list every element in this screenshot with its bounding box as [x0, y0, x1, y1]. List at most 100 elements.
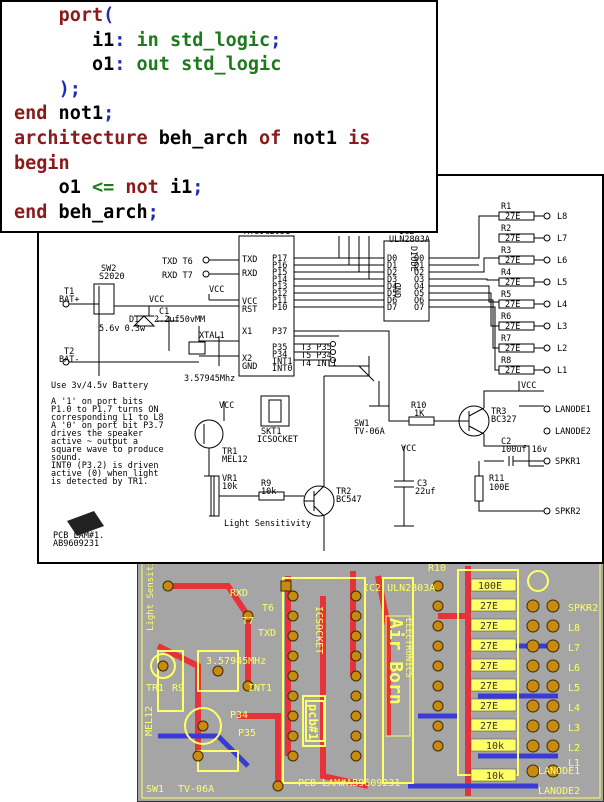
d1-value: 5.6v 0.3w: [99, 324, 146, 334]
vcc-label: VCC: [401, 444, 416, 454]
res-val: 27E: [505, 278, 520, 288]
res-ref: R4: [501, 268, 511, 278]
vr1-value: 10k: [222, 482, 237, 492]
t1-label: T1: [64, 287, 74, 297]
d1-label: D1: [129, 315, 139, 325]
uln-pin: O5: [414, 289, 424, 299]
tr2-label: TR2: [336, 487, 351, 497]
pcb-pads: [157, 580, 560, 792]
pcb-l8-label: L8: [568, 623, 580, 634]
code-keyword: architecture: [14, 127, 148, 149]
uln-diode-label: DIODE: [408, 246, 418, 272]
code-keyword: port: [58, 5, 104, 26]
note-line: A '0' on port bit P3.7: [51, 421, 164, 431]
uln-pin: D0: [387, 254, 397, 264]
tr3-label: TR3: [491, 407, 506, 417]
res-val: 27E: [505, 256, 520, 266]
pcb-tr1-label: TR1: [146, 683, 164, 694]
spkr1-label: SPKR1: [555, 457, 581, 467]
r9-label: R9: [261, 479, 271, 489]
note-line: A '1' on port bits: [51, 397, 143, 407]
skt-label: SKT1: [261, 427, 281, 437]
schematic-text: AT89C2051 IC2 ULN2803A DIODE GND D0 D1 D…: [51, 202, 591, 549]
tr3-value: BC327: [491, 415, 517, 425]
res-ref: R6: [501, 312, 511, 322]
pcb-lam-label: PCB LAM#1.: [53, 531, 104, 541]
pcb-lam-value: AB9609231: [53, 539, 99, 549]
mcu-pin: P17: [272, 254, 287, 264]
uln-pin: O2: [414, 268, 424, 278]
mcu-pin: X2: [242, 354, 252, 364]
res-val: 27E: [505, 234, 520, 244]
explanation-note: A '1' on port bits P1.0 to P1.7 turns ON…: [51, 397, 164, 487]
code-ident: not1: [281, 127, 349, 149]
lanode2-label: LANODE2: [555, 427, 591, 437]
led-outputs: [543, 212, 551, 374]
pcb-l5-label: L5: [568, 683, 580, 694]
battery-note: Use 3v/4.5v Battery: [51, 381, 148, 391]
code-keyword: of: [259, 127, 282, 149]
uln-pin: D5: [387, 289, 397, 299]
pcb-l3-label: L3: [568, 723, 580, 734]
tr2-value: BC547: [336, 495, 362, 505]
pcb-rxd-label: RXD: [230, 588, 248, 599]
pcb-electronics-label: ELECTRONICS: [403, 618, 413, 678]
pcb-sw1-label: SW1: [146, 784, 164, 795]
uln-part-label: ULN2803A: [389, 235, 430, 245]
mcu-pin: RST: [242, 305, 257, 315]
code-punct: (: [103, 5, 115, 26]
mcu-pin: RXD: [242, 269, 257, 279]
c3-value: 22uf: [415, 487, 435, 497]
xtal-value: 3.57945Mhz: [184, 374, 235, 384]
r11-label: R11: [489, 474, 504, 484]
vcc-label: VCC: [521, 381, 536, 391]
vhdl-code: port( i1: in std_logic; o1: out std_logi…: [14, 4, 370, 225]
pcb-tv06a-label: TV-06A: [178, 784, 214, 795]
code-punct: ;: [270, 29, 282, 51]
code-ident: o1: [58, 177, 92, 199]
pcb-xtal-label: 3.57945MHz: [206, 656, 266, 667]
note-line: is detected by TR1.: [51, 477, 148, 487]
pcb-light-label: Light Sensitivity: [146, 556, 156, 631]
uln-pin: O7: [414, 303, 424, 313]
red-traces: [156, 566, 471, 796]
uln-pin: O4: [414, 282, 424, 292]
res-ref: R7: [501, 334, 511, 344]
r11-value: 100E: [489, 483, 509, 493]
mcu-pin: INT1: [272, 357, 292, 367]
note-line: square wave to produce: [51, 445, 164, 455]
rxd-label: RXD T7: [162, 271, 193, 281]
r9-value: 10k: [261, 487, 276, 497]
t3-label: T3 P35: [301, 343, 332, 353]
mcu-pin: P11: [272, 296, 287, 306]
xtal-label: XTAL1: [199, 331, 225, 341]
mcu-pin: X1: [242, 327, 252, 337]
pcb-lanode1-label: LANODE1: [538, 766, 580, 777]
res-ref: R5: [501, 290, 511, 300]
pcb-layout-panel: 100E 27E 27E 27E 27E 27E 27E 27E 10k 10k: [137, 555, 604, 802]
pcb-outline: [141, 559, 601, 799]
mcu-pin: P14: [272, 275, 287, 285]
sw2-label: SW2: [101, 264, 116, 274]
pcb-l1-label: L1: [568, 758, 580, 769]
uln-pin: D1: [387, 261, 397, 271]
code-ident: beh_arch: [47, 201, 148, 223]
sw1-label: SW1: [354, 419, 369, 429]
code-type: std_logic: [169, 29, 271, 51]
t5-label: T5 P34: [301, 351, 332, 361]
txd-label: TXD T6: [162, 257, 193, 267]
code-operator: <=: [91, 177, 115, 199]
code-keyword: end: [14, 103, 48, 125]
res-val: 27E: [505, 366, 520, 376]
uln-pin: O6: [414, 296, 424, 306]
c2-value: 100uf 16v: [501, 445, 547, 455]
uln-gnd-label: GND: [394, 283, 404, 298]
code-punct: );: [58, 78, 81, 100]
note-line: INT0 (P3.2) is driven: [51, 461, 158, 471]
pcb-res-label: 27E: [480, 601, 498, 612]
pcb-airborn-label: Air Born: [385, 618, 406, 705]
pcb-l2-label: L2: [568, 743, 580, 754]
code-ident: i1: [158, 177, 193, 199]
pcb-int1-label: INT1: [248, 683, 272, 694]
code-type: std_logic: [181, 54, 282, 76]
